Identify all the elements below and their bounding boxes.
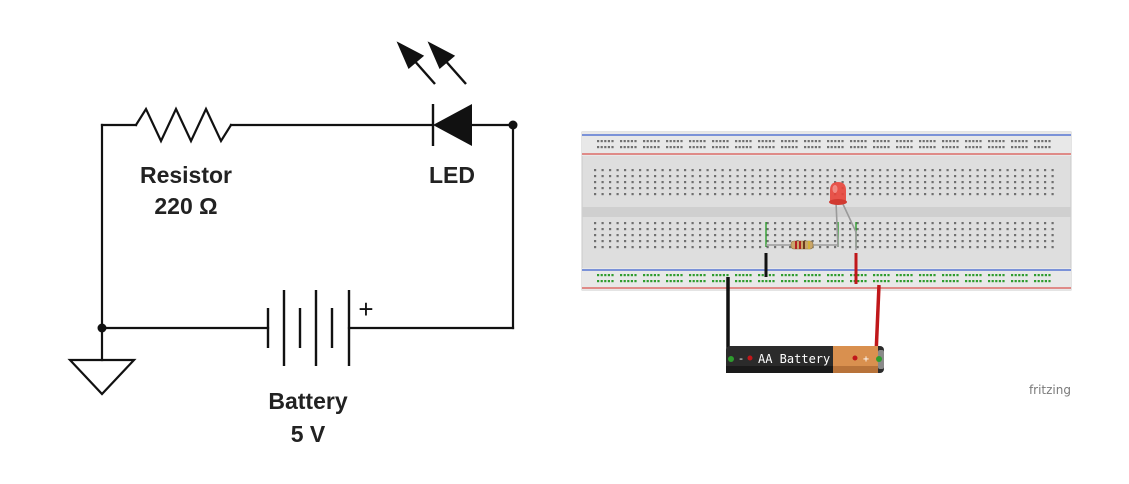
battery-label: Battery: [268, 388, 347, 414]
ground-icon: [67, 358, 137, 396]
battery-value: 5 V: [291, 421, 326, 447]
aa-battery-component: - AA Battery +: [726, 346, 884, 373]
resistor-label: Resistor: [140, 162, 232, 188]
led-label: LED: [429, 162, 475, 188]
battery-symbol: [266, 290, 351, 366]
battery-name-label: AA Battery: [758, 352, 830, 366]
top-power-rail: [582, 132, 1071, 156]
junction-dot-right: [508, 120, 518, 130]
led-component: [829, 182, 857, 250]
battery-plus-sign: +: [358, 294, 373, 324]
battery-plus-label: +: [863, 354, 869, 365]
center-channel: [582, 207, 1071, 217]
led-symbol: [396, 41, 472, 146]
led-triangle: [433, 104, 472, 146]
light-arrows-icon: [396, 41, 467, 85]
red-battery-wire: [874, 284, 881, 356]
resistor-symbol: [134, 106, 233, 144]
fritzing-brand: fritzing: [1029, 383, 1071, 397]
breadboard: [581, 131, 1072, 291]
schematic-diagram: [100, 106, 515, 362]
bottom-power-rail: [582, 268, 1071, 290]
battery-minus-label: -: [738, 352, 745, 365]
junction-dot-left: [97, 323, 107, 333]
resistor-component: [766, 240, 838, 250]
breadboard-holes: [594, 140, 1054, 249]
resistor-value: 220 Ω: [154, 193, 217, 219]
